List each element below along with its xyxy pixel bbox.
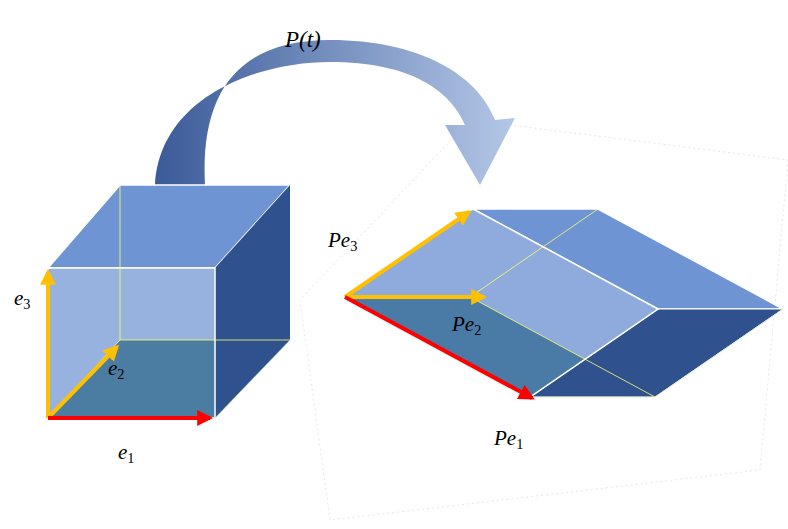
basis-vector [46, 272, 50, 418]
vector-label: Pe3 [328, 230, 357, 251]
parallelepiped [345, 209, 783, 397]
basis-vector [48, 347, 117, 418]
image-vector [345, 295, 484, 299]
unit-cube [48, 185, 290, 418]
image-vector [345, 297, 532, 398]
vector-label: e2 [108, 358, 124, 379]
vector-label: Pe2 [452, 314, 481, 335]
vector-label: e3 [14, 288, 30, 309]
image-vector [345, 212, 469, 297]
basis-vector [48, 416, 210, 420]
transform-arrow [155, 40, 515, 185]
map-label: P(t) [285, 28, 321, 51]
vector-label: e1 [118, 442, 134, 463]
vector-label: Pe1 [494, 428, 523, 449]
faint-frame [300, 120, 788, 520]
